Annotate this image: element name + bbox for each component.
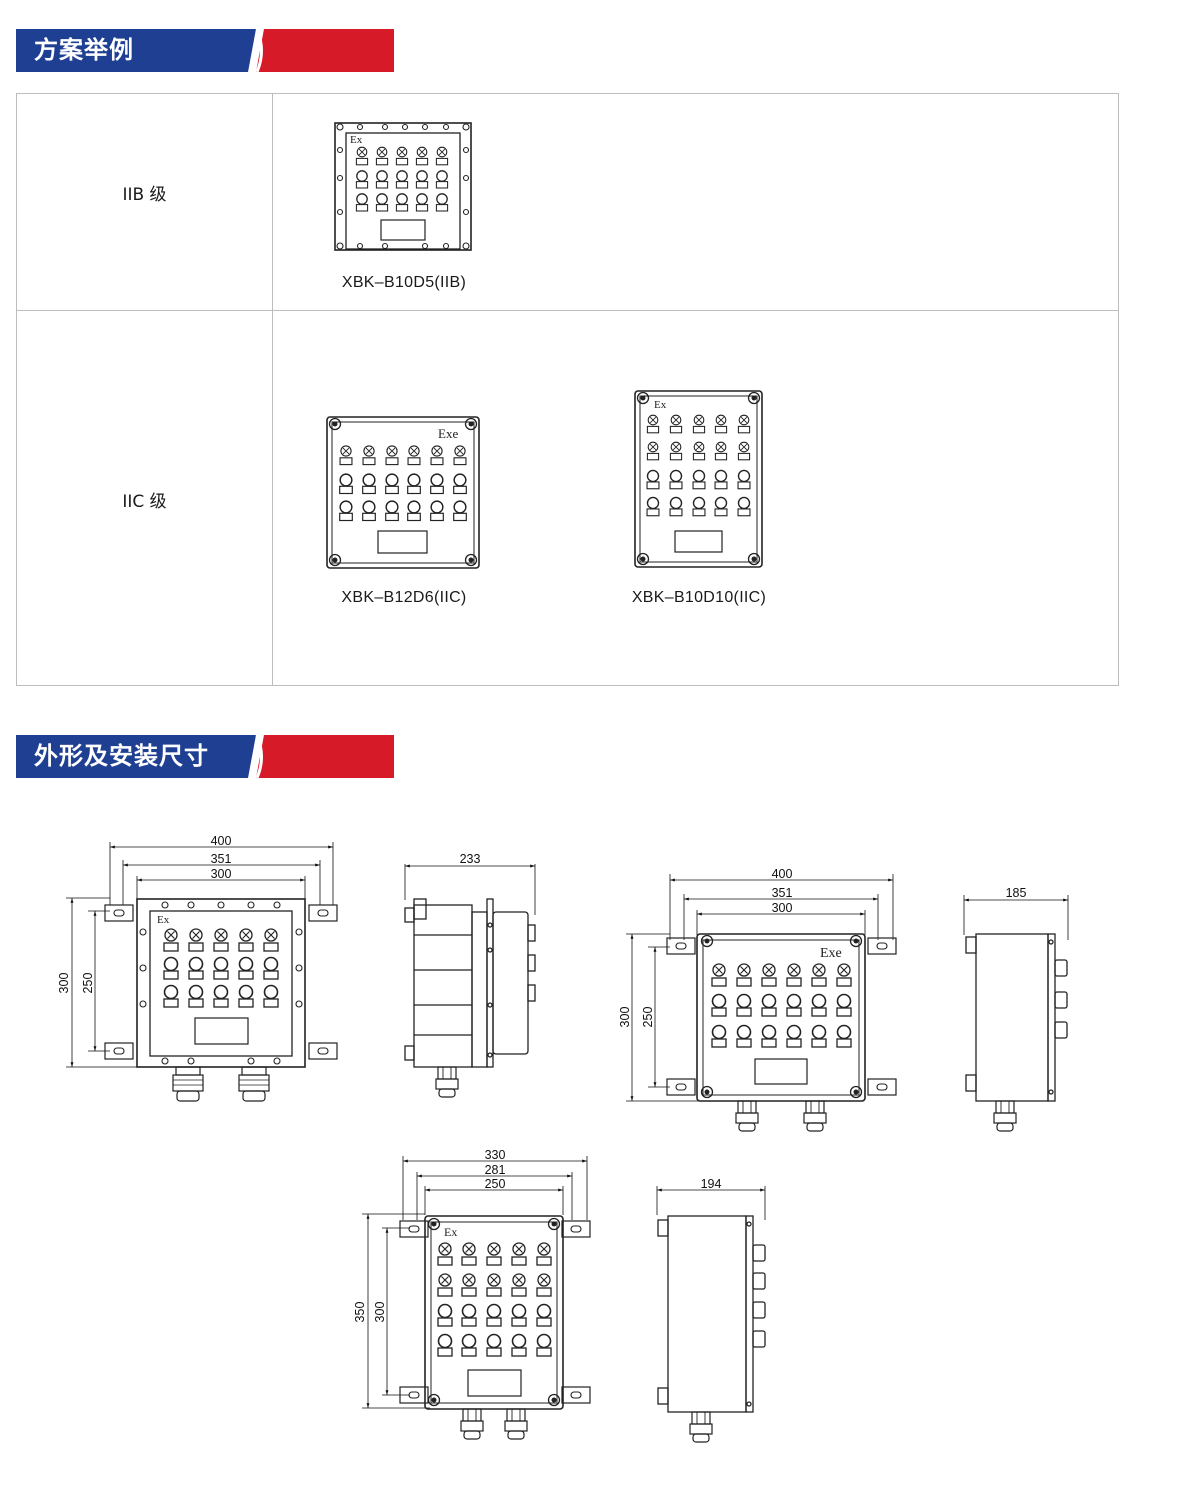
grade-label-iib: IIB 级: [122, 185, 167, 205]
section-title: 方案举例: [34, 36, 134, 64]
dim-width-body: 300: [211, 867, 232, 881]
model-caption: XBK–B12D6(IIC): [341, 589, 467, 606]
dim-width-mount: 351: [772, 886, 793, 900]
product-image-xbk-b12d6: Exe: [326, 416, 480, 569]
banner-background: [16, 29, 394, 72]
exe-mark: Exe: [438, 426, 458, 441]
ex-mark: Ex: [157, 914, 170, 926]
dim-width-mount: 281: [485, 1163, 506, 1177]
dim-depth: 185: [1006, 886, 1027, 900]
dim-depth: 194: [701, 1177, 722, 1191]
drawing-side-view-3: [657, 1215, 766, 1443]
drawing-side-view-2: [965, 933, 1068, 1132]
model-caption: XBK–B10D10(IIC): [631, 589, 767, 606]
section-banner-dimensions: 外形及安装尺寸: [16, 735, 394, 778]
drawing-front-view-1: Ex: [104, 898, 338, 1102]
dim-height-overall: 300: [618, 1007, 632, 1028]
ex-mark: Ex: [350, 134, 363, 146]
product-image-xbk-b10d10: Ex: [634, 390, 763, 568]
dim-width-overall: 400: [211, 834, 232, 848]
dim-height-overall: 300: [57, 973, 71, 994]
ex-mark: Ex: [654, 399, 667, 411]
table-divider-vertical: [272, 94, 273, 685]
table-divider-horizontal: [17, 310, 1118, 311]
dimension-labels: 400 351 300 300 250 233 400 351 300 300 …: [57, 834, 1026, 1322]
section-banner-examples: 方案举例: [16, 29, 394, 72]
drawing-front-view-3: Ex: [399, 1215, 591, 1440]
examples-table: IIB 级 IIC 级: [16, 93, 1119, 686]
dim-height-mount: 250: [641, 1007, 655, 1028]
dim-width-overall: 400: [772, 867, 793, 881]
dim-depth: 233: [460, 852, 481, 866]
dim-width-body: 300: [772, 901, 793, 915]
dim-width-overall: 330: [485, 1148, 506, 1162]
dim-height-mount: 300: [373, 1302, 387, 1323]
ex-mark: Ex: [444, 1225, 457, 1239]
dim-height-overall: 350: [353, 1302, 367, 1323]
dim-width-body: 250: [485, 1177, 506, 1191]
grade-label-iic: IIC 级: [122, 492, 167, 512]
drawing-front-view-2: Exe: [666, 933, 897, 1132]
product-image-xbk-b10d5: Ex: [334, 122, 472, 251]
dim-height-mount: 250: [81, 973, 95, 994]
banner-background: [16, 735, 394, 778]
dim-width-mount: 351: [211, 852, 232, 866]
section-title: 外形及安装尺寸: [34, 742, 209, 770]
drawing-side-view-1: [404, 898, 536, 1098]
exe-mark: Exe: [820, 946, 842, 961]
model-caption: XBK–B10D5(IIB): [341, 274, 467, 291]
dimension-lines: [66, 842, 1069, 1409]
